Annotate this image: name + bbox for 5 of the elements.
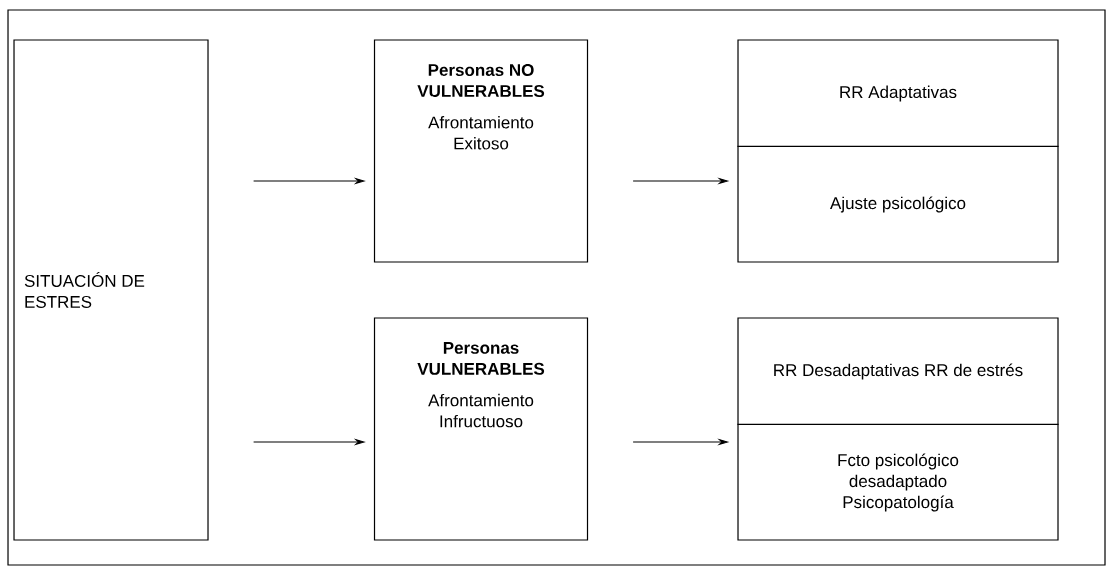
situation-box: SITUACIÓN DE ESTRES [13,39,209,541]
process-box: Personas VULNERABLES Afrontamiento Infructuoso [373,317,589,541]
process-box: Personas NO VULNERABLES Afrontamiento Exitoso [373,39,589,263]
outcome-box: RR Adaptativas Ajuste psicológico [736,39,1060,263]
outcome-box: RR Desadaptativas RR de estrés Fcto psicológico desadaptado Psicopatología [736,317,1060,541]
